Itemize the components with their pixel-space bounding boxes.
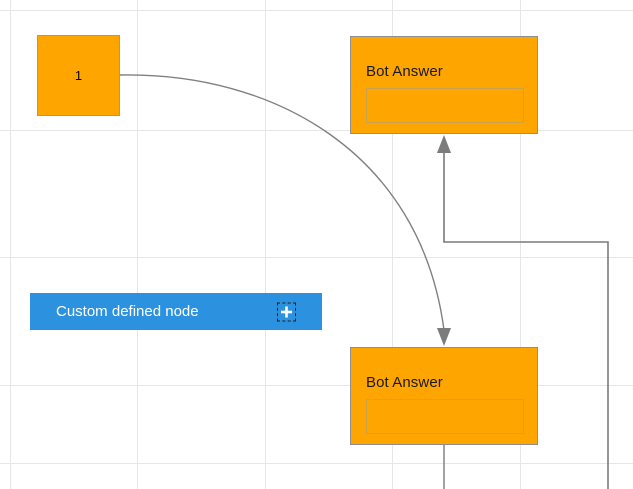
bot-answer-node-top[interactable]: Bot Answer	[350, 36, 538, 134]
plus-icon[interactable]	[277, 302, 296, 321]
bot-answer-slot[interactable]	[366, 88, 524, 123]
bot-answer-node-bottom[interactable]: Bot Answer	[350, 347, 538, 445]
edge-curved-node1-to-bot-bottom	[119, 74, 451, 346]
node-1[interactable]: 1	[37, 35, 120, 116]
node-1-label: 1	[74, 68, 83, 83]
custom-defined-node[interactable]: Custom defined node	[30, 293, 322, 330]
bot-answer-slot[interactable]	[366, 399, 524, 434]
custom-defined-node-label: Custom defined node	[56, 303, 199, 320]
bot-answer-title: Bot Answer	[366, 374, 443, 391]
edge-orthogonal-to-bot-top	[437, 135, 609, 489]
bot-answer-title: Bot Answer	[366, 63, 443, 80]
